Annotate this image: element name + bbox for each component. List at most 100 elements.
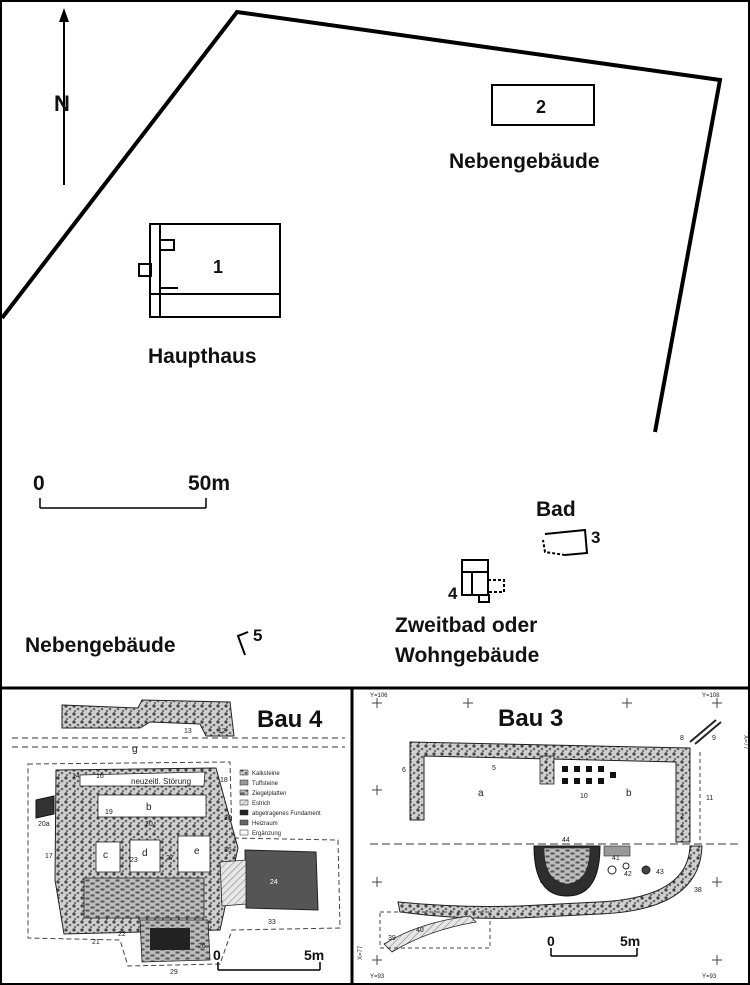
building-4-label-line1: Zweitbad oder [395,614,537,637]
bau4-num-23: 23 [130,857,138,864]
bau4-scale-end: 5m [304,947,324,963]
bau4-legend-2: Tuffsteine [252,781,279,787]
bau4-north-wall [61,699,235,737]
bau4-num-12: 12 [218,728,226,735]
bau4-ergaenzung-outline [27,761,341,967]
bau4-num-24: 24 [270,879,278,886]
bau3-main-walls [409,741,691,843]
bau4-scale-start: 0 [213,947,221,963]
bau3-num-9: 9 [712,735,716,742]
bau3-room-a: a [478,788,484,799]
bau3-num-10: 10 [580,793,588,800]
building-3-label: Bad [536,498,576,521]
bau4-num-27: 27 [166,855,174,862]
site-scale-start: 0 [33,472,45,495]
building-4-number: 4 [448,584,458,603]
bau3-title: Bau 3 [498,705,563,732]
bau4-legend-1: Kalksteine [252,771,280,777]
building-4-label-line2: Wohngebäude [395,644,539,667]
bau4-room-e: e [194,846,200,857]
bau4-num-22: 22 [118,931,126,938]
bau3-num-5: 5 [492,765,496,772]
bau4-hypocaust [83,877,205,919]
bau4-annex-dark [150,928,190,950]
bau3-num-41: 41 [612,855,620,862]
bau4-room-b: b [146,802,152,813]
bau4-title: Bau 4 [257,706,323,733]
bau3-num-39: 39 [388,935,396,942]
north-arrow-icon [59,8,69,185]
bau3-num-2: 2 [680,813,684,820]
bau3-num-3: 3 [586,749,590,756]
bau4-legend-3: Ziegelplatten [252,791,286,797]
bau3-num-42: 42 [624,871,632,878]
bau3-num-6: 6 [402,767,406,774]
site-scale-end: 50m [188,472,230,495]
site-plan: N 1 Haupthaus 2 Nebengebäude Bad 3 [0,8,723,667]
building-2-outline [491,84,595,126]
bau4-num-20: 20 [145,821,153,828]
bau4-heizraum [244,849,319,911]
building-5-label: Nebengebäude [25,634,176,657]
bau4-room-d: d [142,848,148,859]
bau4-room-g: g [132,744,138,755]
bau3-grid-label-3: Y=93 [370,974,385,980]
bau4-scale-bar [217,962,321,971]
bau4-num-26: 26 [198,943,206,950]
bau4-note: neuzeitl. Störung [131,777,191,786]
bau4-num-21: 21 [92,939,100,946]
bau4-legend: Kalksteine Tuffsteine Ziegelplatten Estr… [239,769,321,837]
enclosure-wall [0,9,723,433]
north-label: N [54,91,70,116]
bau4-num-13: 13 [184,728,192,735]
bau3-cross-wall [539,755,555,785]
bau3-num-4: 4 [544,767,548,774]
bau3-room-b: b [626,788,632,799]
building-3-number: 3 [591,528,600,547]
building-3-bad [542,528,589,556]
bau4-num-18: 18 [220,777,228,784]
bau3-num-40: 40 [416,927,424,934]
bau3-num-43: 43 [656,869,664,876]
building-5-outline [236,631,249,656]
building-1-label: Haupthaus [148,345,257,368]
building-5-number: 5 [253,626,262,645]
bau4-room-c: c [103,850,108,861]
bau4-legend-7: Ergänzung [252,831,281,837]
bau3-grid-label-4: Y=93 [702,974,717,980]
bau4-legend-6: Heizraum [252,821,278,827]
bau3-num-8: 8 [680,735,684,742]
building-1-haupthaus [138,223,281,318]
bau4-num-29: 29 [170,969,178,976]
bau4-num-20a: 20a [38,821,50,828]
bau3-grid-label-5: X=77 [358,945,364,960]
site-scale-bar [39,498,207,509]
bau4-plan: Bau 4 g neuzeitl. Störung b c d e 13 [12,699,345,976]
bau4-legend-5: abgetragenes Fundament [252,811,321,817]
bau4-num-35: 35 [224,847,232,854]
bau3-grid-label-1: Y=106 [370,693,388,699]
bau3-num-44: 44 [562,837,570,844]
bau4-num-14: 14 [72,773,80,780]
bau3-grid-label-2: Y=108 [702,693,720,699]
bau4-num-16: 16 [96,773,104,780]
bau4-num-28: 28 [224,815,232,822]
bau3-scale-bar [550,948,638,957]
building-1-number: 1 [213,257,223,277]
bau3-grid-label-6: X=77 [742,735,748,750]
bau3-plan: Bau 3 Y=106 Y=108 Y=93 Y=93 X=77 X=77 [358,693,748,980]
building-2-label: Nebengebäude [449,150,600,173]
bau3-scale-end: 5m [620,933,640,949]
bau3-num-38: 38 [694,887,702,894]
bau4-legend-4: Estrich [252,801,270,807]
bau4-num-33: 33 [268,919,276,926]
bau3-scale-start: 0 [547,933,555,949]
bau3-num-11: 11 [706,795,713,802]
bau4-num-17: 17 [45,853,53,860]
bau3-channel [383,915,477,953]
bau3-hypocaust-pillars [562,766,616,784]
building-4-zweitbad [461,559,505,603]
building-2-number: 2 [536,97,546,117]
